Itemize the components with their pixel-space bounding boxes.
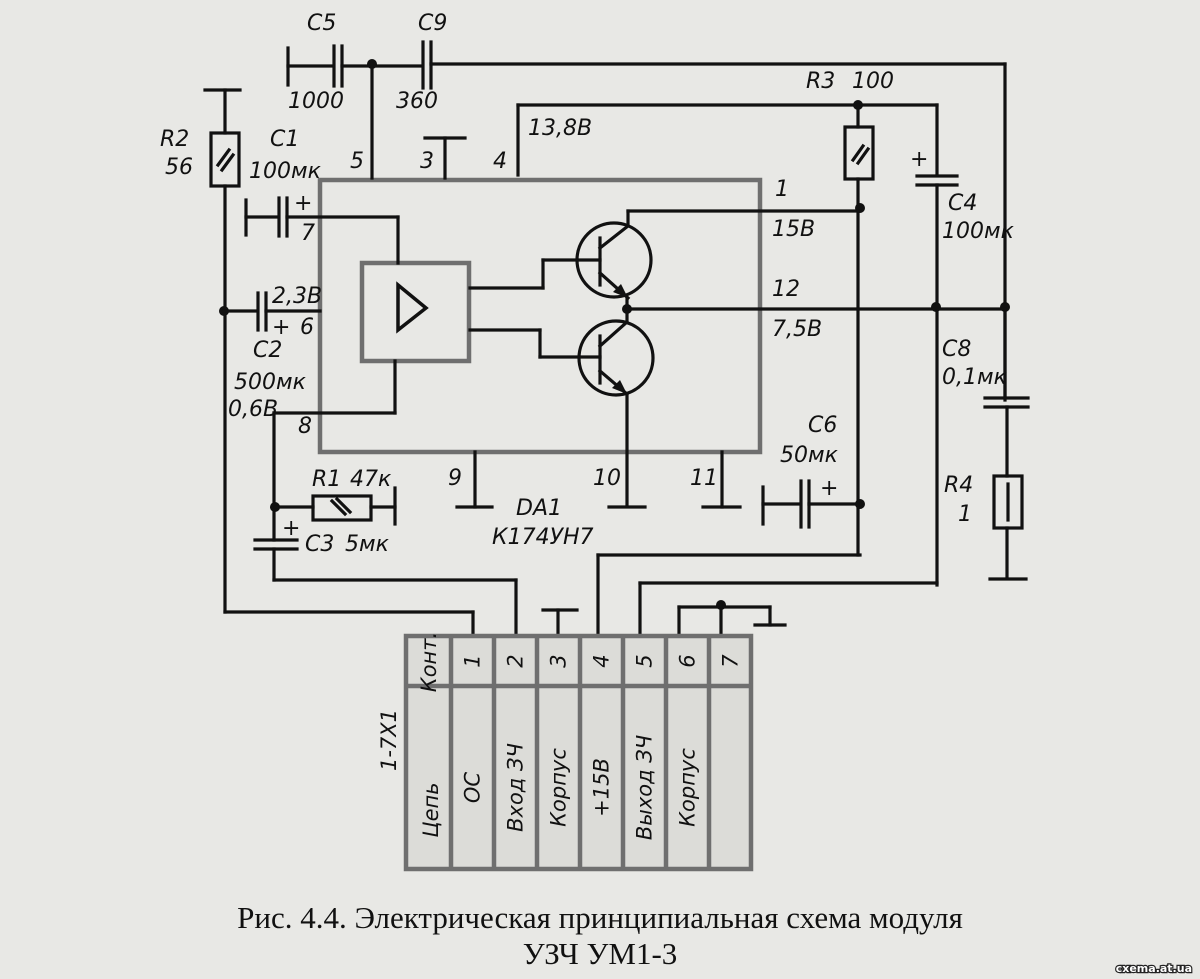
pin1-label: 1 xyxy=(775,177,789,202)
r3-mark xyxy=(855,146,871,166)
pin1-voltage: 15В xyxy=(772,217,815,242)
contact-signal: +15В xyxy=(590,758,614,817)
r2-value: 56 xyxy=(165,155,193,180)
c1-plus: + xyxy=(294,191,312,216)
r3-value: 100 xyxy=(852,69,894,94)
r4-ref: R4 xyxy=(944,473,973,498)
contact-signal: Корпус xyxy=(547,748,571,827)
contact-number: 6 xyxy=(676,654,700,667)
junction-dot xyxy=(931,302,941,312)
c6-plus: + xyxy=(820,476,838,501)
c8-ref: C8 xyxy=(942,337,971,362)
r1-value: 47к xyxy=(350,467,392,492)
c5-value: 1000 xyxy=(288,89,344,114)
contact-number: 1 xyxy=(461,654,485,667)
watermark: cxema.at.ua xyxy=(1116,962,1192,975)
collector xyxy=(597,223,631,251)
da1-ref: DA1 xyxy=(516,496,562,521)
r3-mark xyxy=(850,143,866,163)
figure-caption-line1: Рис. 4.4. Электрическая принципиальная с… xyxy=(237,900,963,935)
contact-number: 3 xyxy=(547,654,571,667)
c3-value: 5мк xyxy=(345,532,390,557)
pin4-label: 4 xyxy=(493,149,507,174)
c3-plus: + xyxy=(282,516,300,541)
pin7-label: 7 xyxy=(301,221,315,246)
c4-ref: C4 xyxy=(948,191,977,216)
c9-value: 360 xyxy=(396,89,438,114)
r1-mark xyxy=(334,496,353,515)
connector-ref: 1-7Х1 xyxy=(377,709,401,771)
contact-signal: Корпус xyxy=(676,748,700,827)
contact-signal: ОС xyxy=(461,772,485,804)
pin12-label: 12 xyxy=(772,277,800,302)
c2-value: 500мк xyxy=(234,370,307,395)
ic-da1-body xyxy=(317,177,763,455)
da1-type: К174УН7 xyxy=(492,525,594,550)
c9-ref: C9 xyxy=(418,11,447,36)
emitter-arrow-icon xyxy=(612,380,627,394)
r1-ref: R1 xyxy=(312,467,341,492)
junction-dot xyxy=(855,499,865,509)
r1-resistor xyxy=(311,494,373,522)
pin5-label: 5 xyxy=(350,149,364,174)
c3-ref: C3 xyxy=(305,532,334,557)
r2-mark xyxy=(219,152,236,173)
c4-value: 100мк xyxy=(942,219,1015,244)
r2-resistor xyxy=(209,131,241,188)
c4-plus: + xyxy=(910,147,928,172)
contact-number: 4 xyxy=(590,654,614,667)
r4-value: 1 xyxy=(958,502,972,527)
pin8-voltage: 0,6В xyxy=(228,397,278,422)
pin3-label: 3 xyxy=(420,149,434,174)
c1-ref: C1 xyxy=(270,127,299,152)
r2-ref: R2 xyxy=(160,127,189,152)
contact-number: 2 xyxy=(504,654,528,667)
pin4-voltage: 13,8В xyxy=(528,116,592,141)
emitter-arrow-icon xyxy=(613,284,628,298)
contact-signal: Вход ЗЧ xyxy=(504,743,528,832)
connector-header-label: Конт. xyxy=(417,632,441,692)
pin6-voltage: 2,3В xyxy=(272,284,322,309)
r2-mark xyxy=(215,147,232,168)
junction-dot xyxy=(1000,302,1010,312)
contact-signal: Выход ЗЧ xyxy=(633,735,657,840)
amplifier-triangle-icon xyxy=(396,281,429,334)
pin10-label: 10 xyxy=(593,466,621,491)
c5-ref: C5 xyxy=(307,11,336,36)
contact-number: 5 xyxy=(633,654,657,667)
c8-value: 0,1мк xyxy=(942,365,1008,390)
preamp-block xyxy=(359,260,472,364)
pin6-label: 6 xyxy=(300,315,314,340)
c6-value: 50мк xyxy=(780,443,839,468)
pin12-voltage: 7,5В xyxy=(772,317,822,342)
c6-ref: C6 xyxy=(808,413,837,438)
collector xyxy=(597,319,630,349)
c2-plus: + xyxy=(272,315,290,340)
r1-mark xyxy=(329,498,348,517)
connector-row-label: Цепь xyxy=(419,782,443,837)
contact-number: 7 xyxy=(719,654,743,668)
pin11-label: 11 xyxy=(690,466,718,491)
c1-value: 100мк xyxy=(249,159,322,184)
pin9-label: 9 xyxy=(448,466,462,491)
r3-ref: R3 xyxy=(806,69,835,94)
pin8-label: 8 xyxy=(298,414,312,439)
figure-caption-line2: УЗЧ УМ1-3 xyxy=(523,936,678,971)
c2-ref: C2 xyxy=(253,338,282,363)
